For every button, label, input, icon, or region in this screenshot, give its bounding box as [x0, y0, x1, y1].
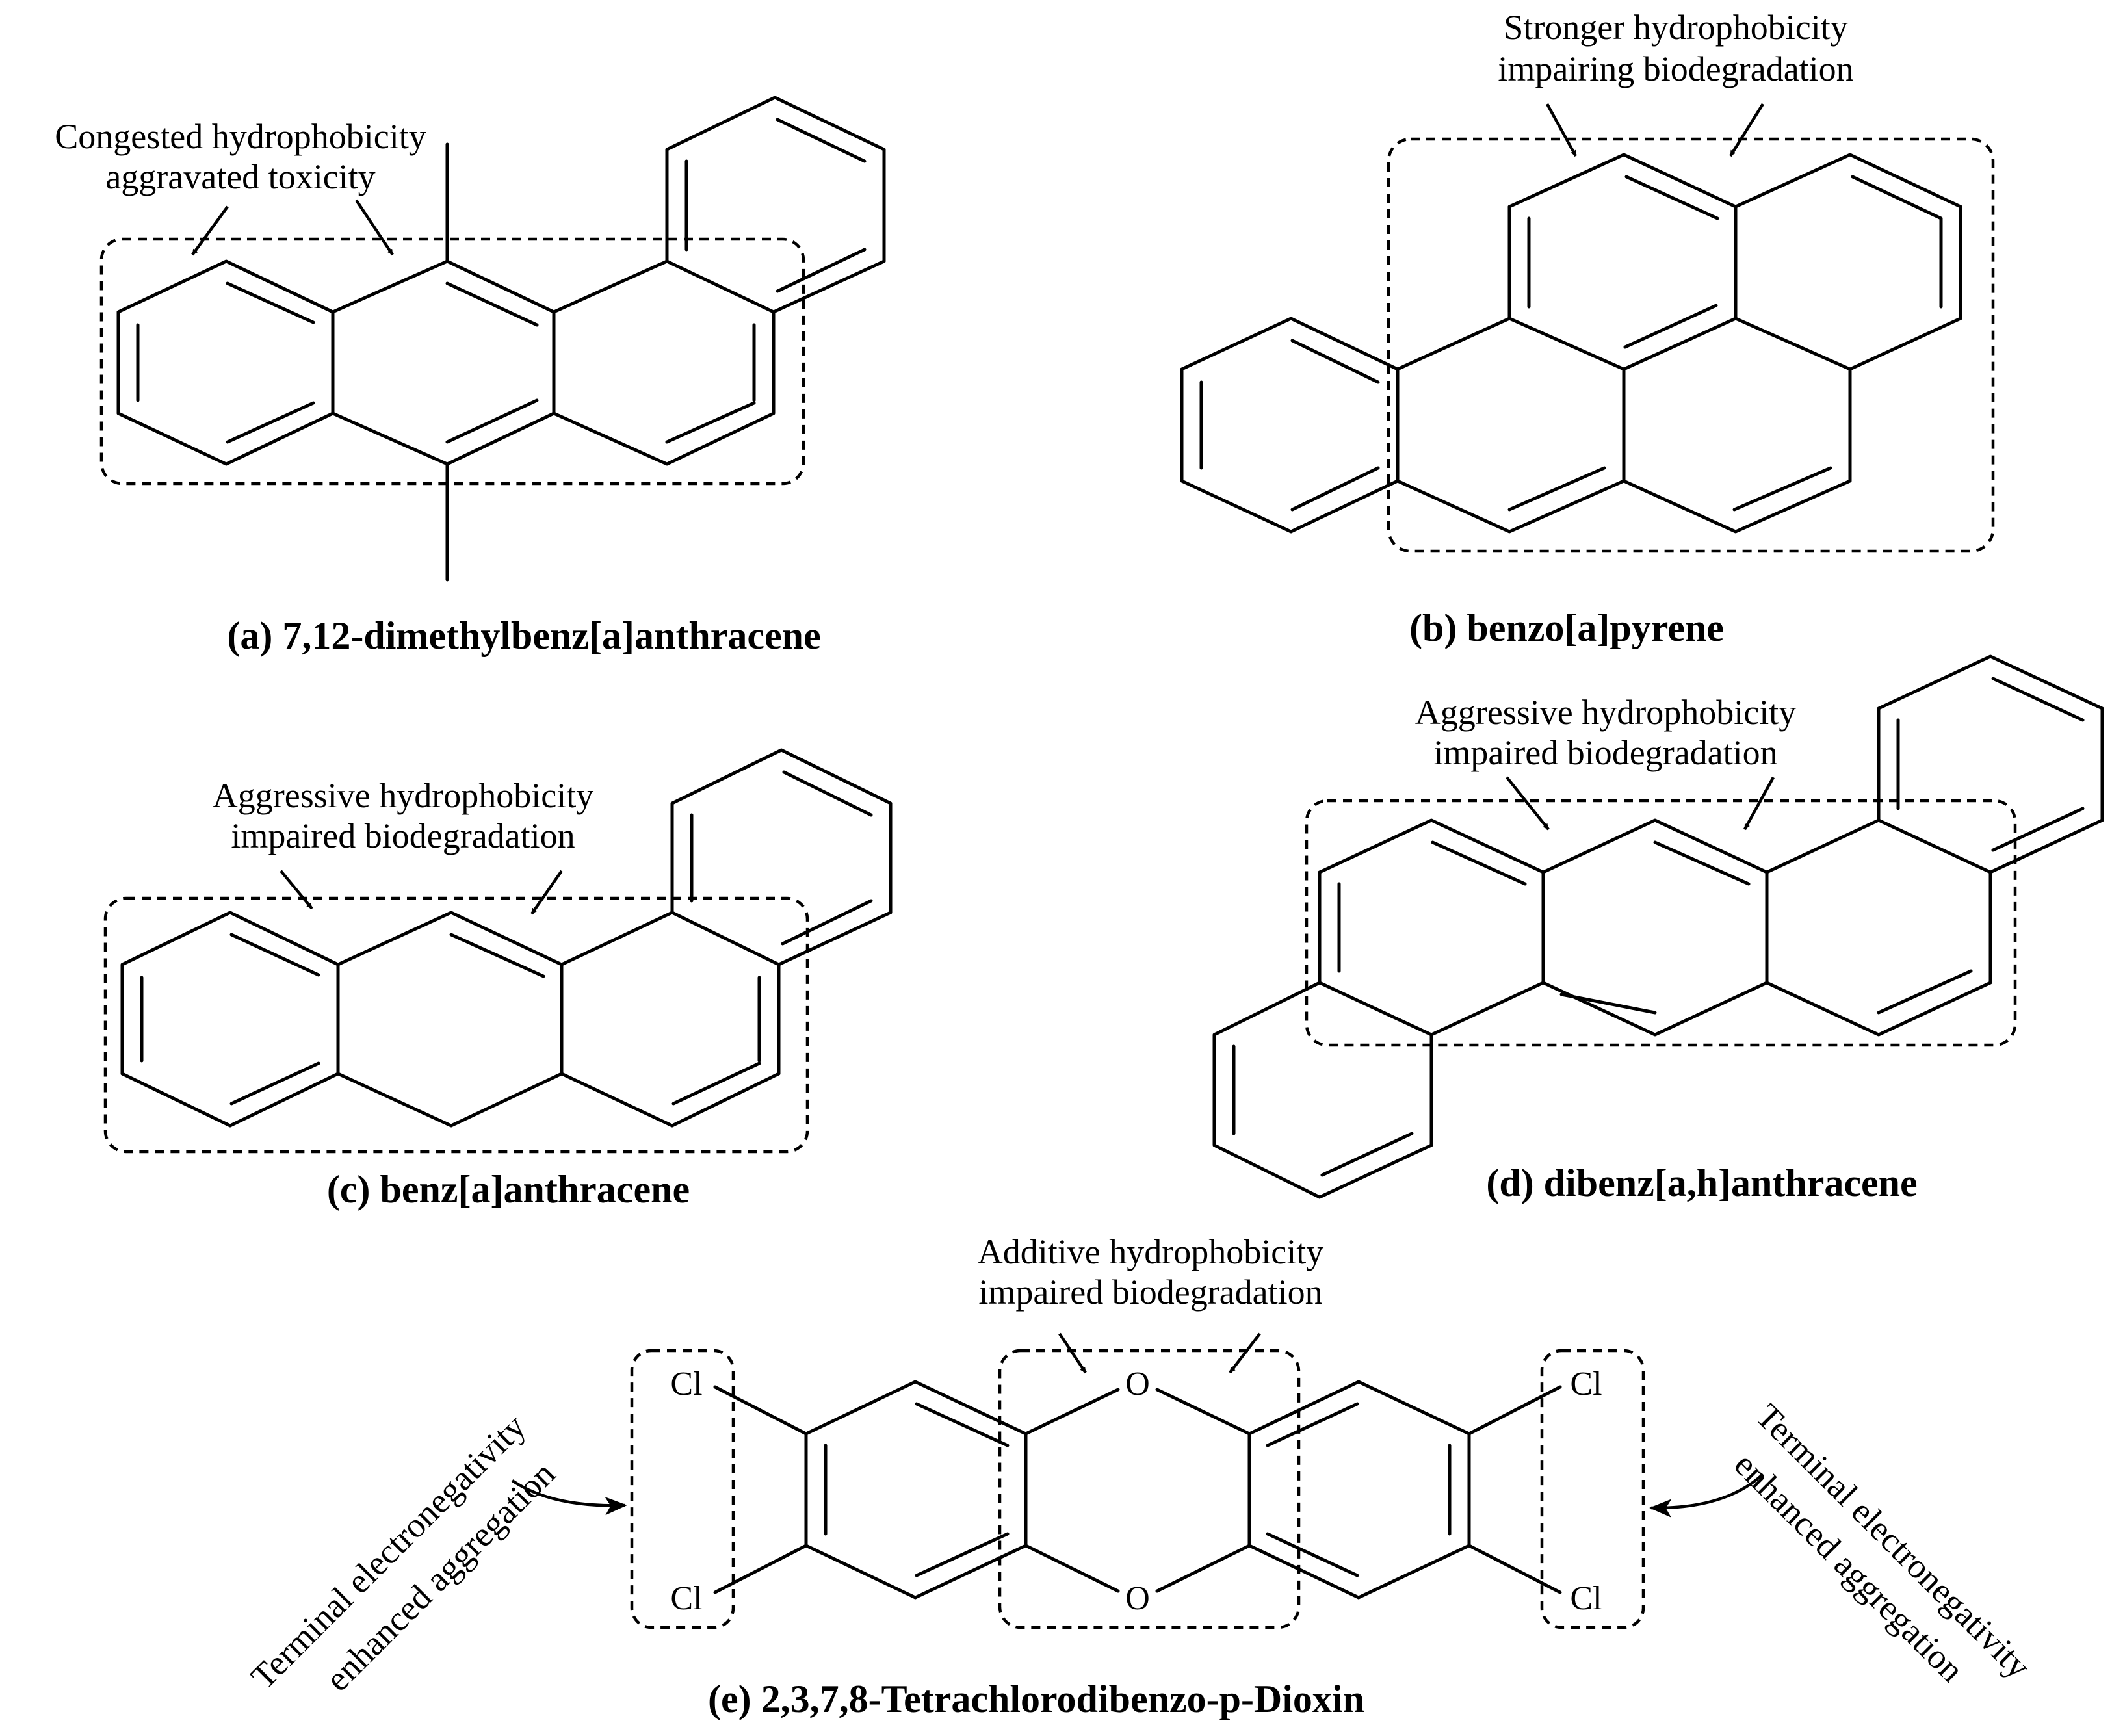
- annotation-b-line2: impairing biodegradation: [1498, 49, 1853, 88]
- annotation-a-line2: aggravated toxicity: [105, 157, 375, 196]
- arrow-c-left: [280, 870, 313, 910]
- arrow-d-right: [1743, 776, 1775, 831]
- structure-benzanthracene: [120, 748, 893, 1128]
- caption-d: (d) dibenz[a,h]anthracene: [1486, 1161, 1917, 1204]
- highlight-box-e-center: [998, 1349, 1301, 1629]
- annotation-c-line2: impaired biodegradation: [231, 816, 575, 855]
- arrow-e-left: [511, 1479, 627, 1516]
- arrow-e-center-right: [1229, 1332, 1261, 1374]
- arrow-a-right: [355, 199, 394, 256]
- arrow-e-center-left: [1058, 1332, 1087, 1374]
- oxygen-atom-bottom: O: [1125, 1580, 1150, 1617]
- chlorine-atom-bottom-left: Cl: [670, 1580, 702, 1617]
- panel-b: Stronger hydrophobicity impairing biodeg…: [1180, 8, 1995, 649]
- structure-tcdd: [713, 1380, 1562, 1600]
- caption-b: (b) benzo[a]pyrene: [1409, 606, 1724, 649]
- arrow-b-right: [1729, 103, 1764, 157]
- structure-benzopyrene: [1180, 153, 1962, 534]
- arrow-d-left: [1506, 776, 1550, 831]
- annotation-e-center-line1: Additive hydrophobicity: [978, 1232, 1323, 1271]
- panel-d: Aggressive hydrophobicity impaired biode…: [1212, 654, 2104, 1204]
- annotation-d-line1: Aggressive hydrophobicity: [1415, 693, 1796, 732]
- annotation-c-line1: Aggressive hydrophobicity: [213, 776, 593, 815]
- highlight-box-a: [99, 237, 805, 486]
- highlight-box-d: [1305, 799, 2017, 1047]
- chlorine-atom-top-right: Cl: [1570, 1366, 1602, 1403]
- arrow-b-left: [1546, 103, 1577, 157]
- highlight-box-e-left: [630, 1349, 735, 1629]
- arrow-a-left: [191, 205, 229, 256]
- annotation-b-line1: Stronger hydrophobicity: [1504, 8, 1847, 47]
- highlight-box-e-right: [1540, 1349, 1645, 1629]
- panel-c: Aggressive hydrophobicity impaired biode…: [103, 748, 893, 1211]
- arrow-c-right: [530, 870, 563, 915]
- structure-dimethylbenzanthracene: [116, 96, 886, 582]
- chlorine-atom-bottom-right: Cl: [1570, 1580, 1602, 1617]
- annotation-e-center-line2: impaired biodegradation: [978, 1273, 1322, 1312]
- chlorine-atom-top-left: Cl: [670, 1366, 702, 1403]
- caption-c: (c) benz[a]anthracene: [327, 1168, 690, 1211]
- panel-e: O O Cl Cl Cl Cl Additive hydrophobicity …: [243, 1232, 2038, 1720]
- annotation-a-line1: Congested hydrophobicity: [55, 117, 426, 156]
- annotation-d-line2: impaired biodegradation: [1433, 733, 1777, 772]
- panel-a: Congested hydrophobicity aggravated toxi…: [55, 96, 886, 657]
- oxygen-atom-top: O: [1125, 1366, 1150, 1403]
- arrow-e-right: [1649, 1474, 1763, 1518]
- annotation-e-right-line1: Terminal electronegativity: [1749, 1396, 2039, 1686]
- caption-a: (a) 7,12-dimethylbenz[a]anthracene: [227, 614, 820, 657]
- caption-e: (e) 2,3,7,8-Tetrachlorodibenzo-p-Dioxin: [708, 1678, 1364, 1720]
- highlight-box-c: [103, 896, 809, 1154]
- structure-dibenzanthracene: [1212, 654, 2104, 1199]
